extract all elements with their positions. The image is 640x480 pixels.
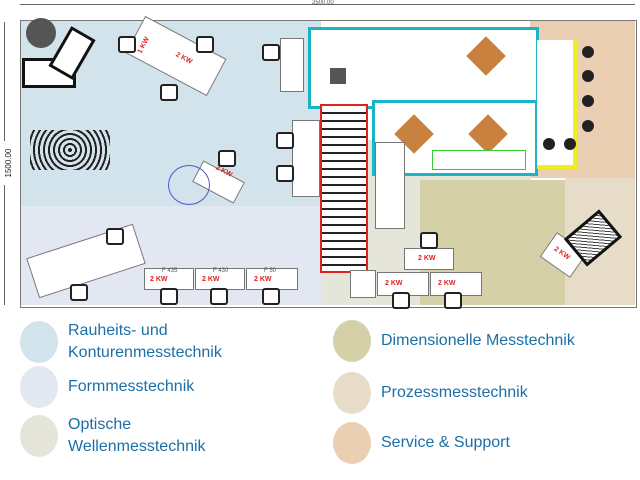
legend-label-line: Optische: [68, 416, 132, 433]
round-table: [26, 18, 56, 48]
chair: [392, 292, 410, 309]
desk-label: F 430: [213, 268, 229, 274]
stool: [582, 70, 594, 82]
chair: [218, 150, 236, 167]
chair: [420, 232, 438, 249]
floor-plan: 2500.00 1500.00 2 KW 1 KW 2 KW F 435 2 K…: [4, 0, 637, 309]
chair: [262, 44, 280, 61]
power-label: 2 KW: [418, 255, 436, 262]
legend-label: Dimensionelle Messtechnik: [381, 332, 575, 349]
legend-swatch: [20, 366, 58, 408]
desk: [375, 142, 405, 229]
legend-item-dimensionelle: Dimensionelle Messtechnik: [333, 320, 575, 362]
legend-label: Formmesstechnik: [68, 378, 195, 395]
chair: [160, 84, 178, 101]
desk: [350, 270, 376, 298]
legend-item-prozess: Prozessmesstechnik: [333, 372, 528, 414]
power-label: 2 KW: [385, 280, 403, 287]
chair: [262, 288, 280, 305]
stool: [564, 138, 576, 150]
desk: [280, 38, 304, 92]
legend-label-line: Wellenmesstechnik: [68, 438, 206, 455]
legend-label: Prozessmesstechnik: [381, 384, 528, 401]
display-counter: [432, 150, 526, 170]
legend-swatch: [333, 320, 371, 362]
legend-swatch: [333, 422, 371, 464]
column: [330, 68, 346, 84]
legend-swatch: [333, 372, 371, 414]
legend-label: Service & Support: [381, 434, 510, 451]
chair: [276, 132, 294, 149]
chair: [196, 36, 214, 53]
power-label: 2 KW: [254, 276, 272, 283]
legend-label-line: Rauheits- und: [68, 322, 168, 339]
legend-swatch: [20, 415, 58, 457]
legend-item-form: Formmesstechnik: [20, 366, 194, 408]
power-label: 2 KW: [150, 276, 168, 283]
chair: [118, 36, 136, 53]
desk: [292, 120, 320, 197]
booth-upper-block: [308, 27, 539, 109]
desk-label: F 50: [264, 268, 277, 274]
height-dimension: 1500.00: [4, 141, 14, 185]
legend-label-line: Konturenmesstechnik: [68, 344, 222, 361]
stool: [543, 138, 555, 150]
power-label: 2 KW: [438, 280, 456, 287]
chair: [210, 288, 228, 305]
legend-swatch: [20, 321, 58, 363]
chair: [276, 165, 294, 182]
width-dimension-line: [20, 4, 635, 5]
staircase: [320, 104, 368, 273]
chair: [106, 228, 124, 245]
power-label: 2 KW: [202, 276, 220, 283]
stool: [582, 95, 594, 107]
machine-cluster: [30, 130, 110, 170]
width-dimension: 2500.00: [312, 0, 334, 6]
desk-label: F 435: [162, 268, 178, 274]
chair: [70, 284, 88, 301]
stool: [582, 46, 594, 58]
legend-item-service: Service & Support: [333, 422, 510, 464]
rotary-table: [168, 165, 210, 205]
chair: [444, 292, 462, 309]
stool: [582, 120, 594, 132]
chair: [160, 288, 178, 305]
